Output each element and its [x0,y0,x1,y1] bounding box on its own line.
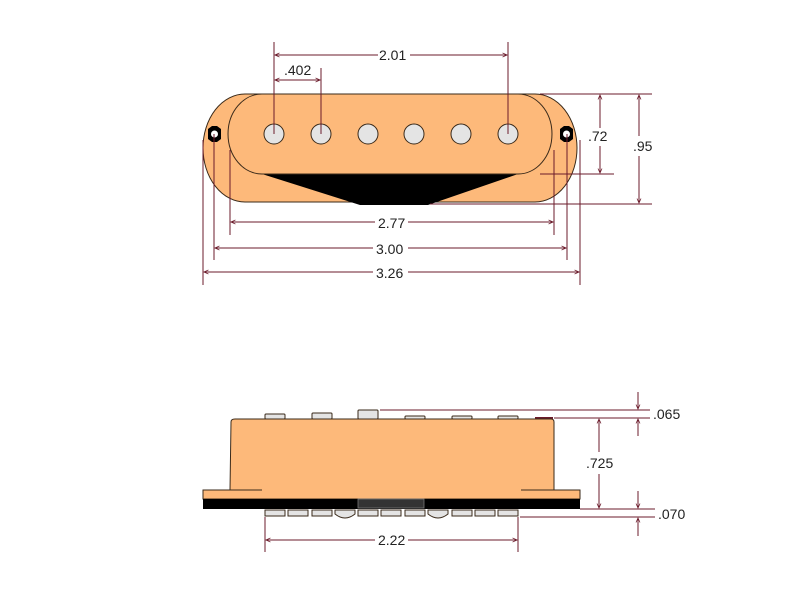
dim-label-mount-spacing: 3.00 [375,241,405,257]
side-baseplate-center [357,498,425,509]
pickup-cover [227,93,553,175]
top-dimension-lines [202,42,652,285]
dim-label-cover-height: .725 [585,455,615,471]
baseplate-wedge [262,174,518,205]
top-view [202,42,652,285]
pole-pieces [263,123,519,145]
side-pole-tips [264,409,553,420]
dim-label-pole-span: 2.01 [378,47,408,63]
dim-label-overall-width: .95 [632,138,654,154]
dim-label-cover-width: .72 [587,128,609,144]
dim-label-overall-length: 3.26 [375,265,405,281]
dim-label-pole-protrusion: .065 [652,406,682,422]
pole-piece-5 [450,123,472,145]
pole-piece-4 [403,123,425,145]
pole-piece-3 [357,123,379,145]
dim-label-baseplate-thickness: .070 [657,506,687,522]
side-dimension-lines [264,392,655,552]
dim-label-pole-spacing: .402 [283,62,313,78]
side-bottom-tabs [264,509,519,519]
dim-label-cover-length: 2.77 [377,215,407,231]
side-view [202,392,655,552]
dim-label-bottom-span: 2.22 [377,532,407,548]
side-cover-body [202,418,581,500]
